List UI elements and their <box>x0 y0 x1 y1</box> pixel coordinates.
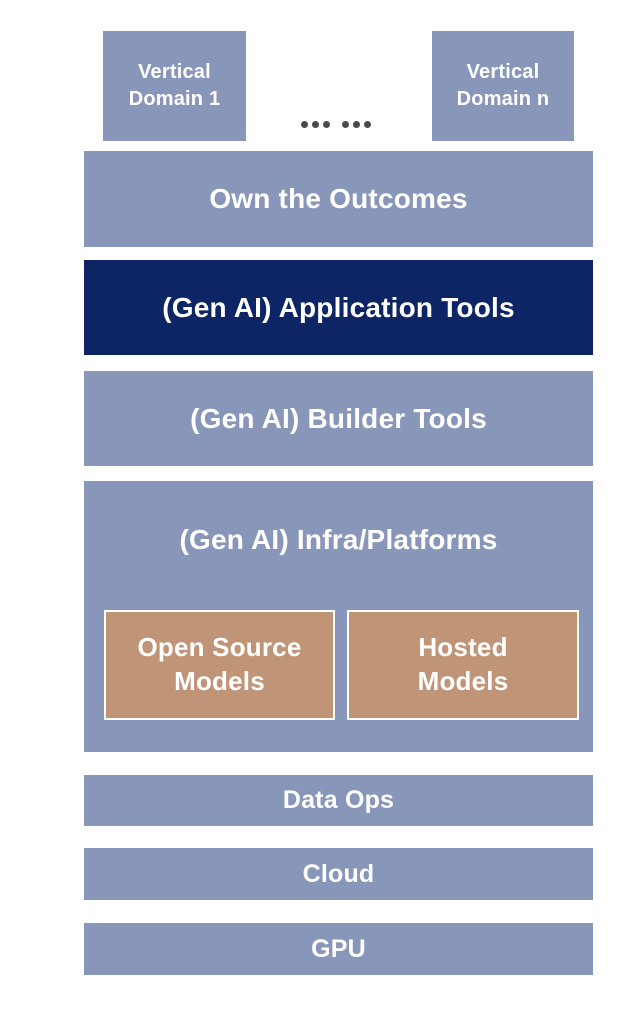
layer-data-ops: Data Ops <box>84 775 593 826</box>
infra-platforms-label: (Gen AI) Infra/Platforms <box>179 524 498 555</box>
open-source-models-box: Open Source Models <box>104 610 335 720</box>
open-source-models-label: Open Source Models <box>137 632 302 696</box>
ellipsis-dot <box>342 120 349 128</box>
vertical-domain-1-label: Vertical Domain 1 <box>128 61 221 110</box>
cloud-label: Cloud <box>302 859 375 888</box>
ellipsis-dots <box>301 120 371 128</box>
ellipsis-dot <box>353 120 360 128</box>
vertical-domain-1-box: Vertical Domain 1 <box>103 31 246 141</box>
own-the-outcomes-label: Own the Outcomes <box>209 183 468 214</box>
layer-cloud: Cloud <box>84 848 593 900</box>
hosted-models-label: Hosted Models <box>417 632 509 696</box>
ellipsis-dot <box>323 120 330 128</box>
builder-tools-label: (Gen AI) Builder Tools <box>190 402 487 434</box>
vertical-domain-n-label: Vertical Domain n <box>456 61 550 110</box>
ellipsis-dot <box>301 120 308 128</box>
vertical-domain-n-box: Vertical Domain n <box>432 31 574 141</box>
layer-gpu: GPU <box>84 923 593 975</box>
data-ops-label: Data Ops <box>282 786 395 814</box>
gpu-label: GPU <box>311 934 366 963</box>
layer-application-tools: (Gen AI) Application Tools <box>84 260 593 355</box>
application-tools-label: (Gen AI) Application Tools <box>162 291 515 323</box>
layer-builder-tools: (Gen AI) Builder Tools <box>84 371 593 466</box>
ellipsis-dot <box>364 120 371 128</box>
layer-infra-platforms: (Gen AI) Infra/Platforms Open Source Mod… <box>84 481 593 752</box>
hosted-models-box: Hosted Models <box>347 610 579 720</box>
layer-own-the-outcomes: Own the Outcomes <box>84 151 593 247</box>
ellipsis-dot <box>312 120 319 128</box>
